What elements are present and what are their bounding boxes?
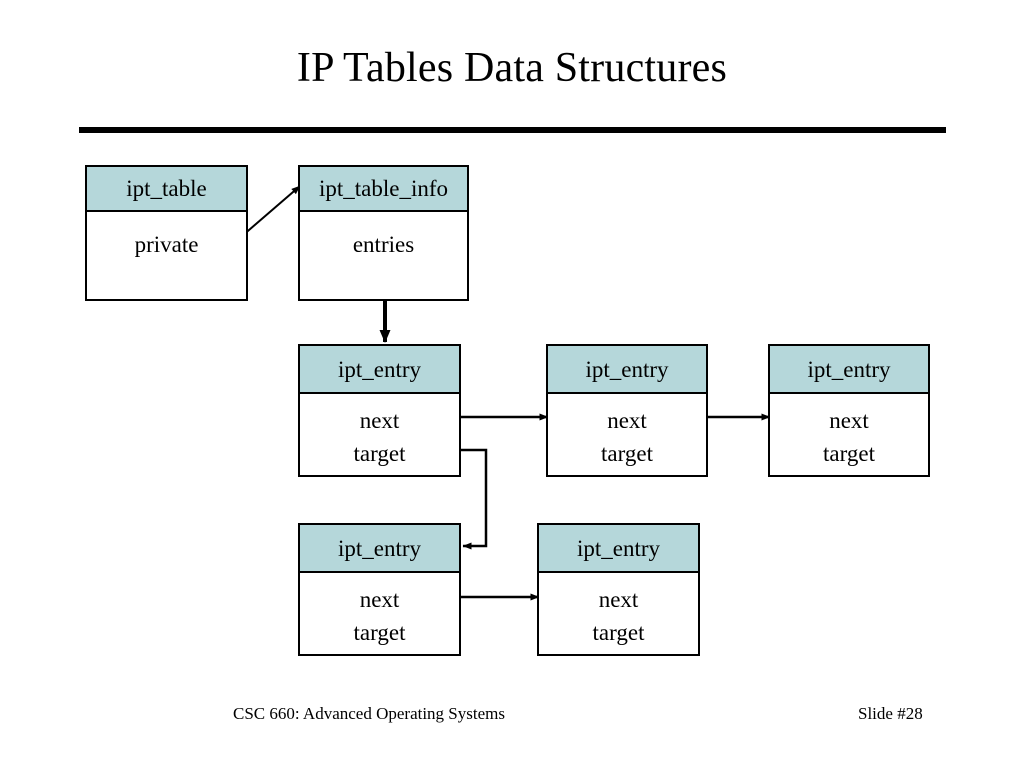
struct-body-ipt-table: private — [87, 212, 246, 261]
field-target: target — [353, 441, 406, 466]
title-divider — [79, 127, 946, 133]
struct-box-ipt-entry-2[interactable]: ipt_entry next target — [546, 344, 708, 477]
struct-body-ipt-entry-1: next target — [300, 394, 459, 470]
struct-body-ipt-entry-2: next target — [548, 394, 706, 470]
field-next: next — [829, 408, 869, 433]
struct-box-ipt-table[interactable]: ipt_table private — [85, 165, 248, 301]
struct-box-ipt-entry-4[interactable]: ipt_entry next target — [298, 523, 461, 656]
struct-body-ipt-entry-4: next target — [300, 573, 459, 649]
struct-body-ipt-entry-5: next target — [539, 573, 698, 649]
struct-header-ipt-entry-3: ipt_entry — [770, 346, 928, 394]
field-next: next — [598, 587, 639, 612]
struct-header-ipt-entry-2: ipt_entry — [548, 346, 706, 394]
field-private: private — [134, 232, 199, 257]
field-target: target — [601, 441, 653, 466]
field-target: target — [353, 620, 406, 645]
struct-header-ipt-table: ipt_table — [87, 167, 246, 212]
struct-box-ipt-entry-3[interactable]: ipt_entry next target — [768, 344, 930, 477]
struct-body-ipt-table-info: entries — [300, 212, 467, 261]
struct-header-ipt-table-info: ipt_table_info — [300, 167, 467, 212]
struct-header-ipt-entry-4: ipt_entry — [300, 525, 459, 573]
field-next: next — [359, 408, 400, 433]
footer-course-label: CSC 660: Advanced Operating Systems — [233, 704, 505, 723]
struct-header-ipt-entry-1: ipt_entry — [300, 346, 459, 394]
field-entries: entries — [352, 232, 415, 257]
struct-body-ipt-entry-3: next target — [770, 394, 928, 470]
struct-box-ipt-entry-5[interactable]: ipt_entry next target — [537, 523, 700, 656]
struct-header-ipt-entry-5: ipt_entry — [539, 525, 698, 573]
page-title: IP Tables Data Structures — [296, 45, 728, 91]
field-next: next — [359, 587, 400, 612]
field-target: target — [592, 620, 645, 645]
field-target: target — [823, 441, 875, 466]
struct-box-ipt-entry-1[interactable]: ipt_entry next target — [298, 344, 461, 477]
field-next: next — [607, 408, 647, 433]
struct-box-ipt-table-info[interactable]: ipt_table_info entries — [298, 165, 469, 301]
footer-slide-number: Slide #28 — [858, 704, 923, 723]
